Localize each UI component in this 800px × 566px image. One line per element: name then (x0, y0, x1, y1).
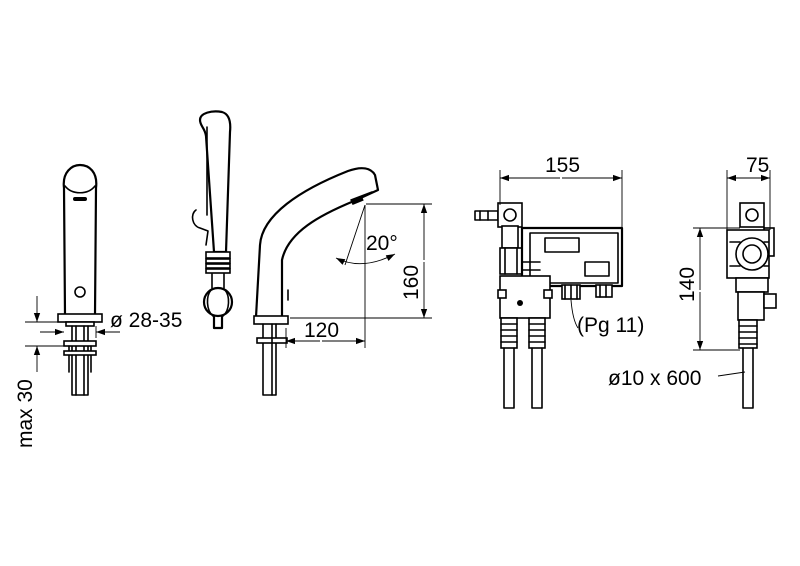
dimension-angle: 20° (335, 204, 398, 290)
dimension-box-height: 140 (676, 227, 740, 351)
dimension-diameter: ø 28-35 (40, 309, 182, 338)
control-box-front (474, 202, 624, 409)
max-height-label: max 30 (14, 379, 37, 448)
hose-leader (717, 371, 746, 377)
tap-front-view (57, 163, 103, 396)
control-box-side (726, 202, 777, 409)
angle-label: 20° (366, 232, 398, 255)
tap-side-profile (191, 110, 234, 330)
dimension-max-height: max 30 (14, 296, 64, 448)
dimension-box-width: 155 (499, 154, 623, 228)
dimension-spout-height: 160 (290, 203, 432, 319)
box-width-label: 155 (545, 154, 580, 177)
spout-height-label: 160 (400, 265, 423, 300)
box-height-label: 140 (676, 267, 699, 302)
spout-reach-label: 120 (304, 319, 339, 342)
dimension-spout-reach: 120 (285, 290, 366, 348)
gland-label: (Pg 11) (577, 314, 644, 337)
box-depth-label: 75 (746, 154, 769, 177)
diameter-label: ø 28-35 (110, 309, 182, 332)
hose-label: ø10 x 600 (608, 367, 701, 390)
spout-side-view (253, 167, 380, 396)
dimension-box-depth: 75 (726, 154, 771, 230)
